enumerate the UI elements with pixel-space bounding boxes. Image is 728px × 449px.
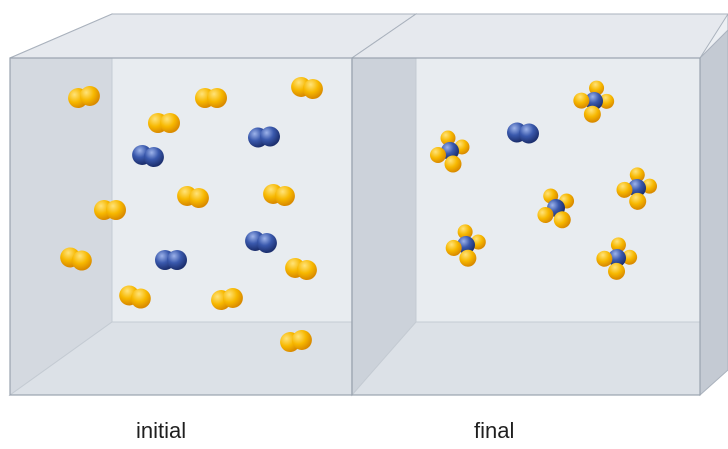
blue-molecule xyxy=(507,122,539,144)
yellow-molecule xyxy=(280,329,312,353)
yellow-molecule xyxy=(60,247,92,271)
tetrahedral-molecule xyxy=(537,188,575,229)
blue-molecule xyxy=(132,144,164,168)
blue-molecule xyxy=(245,230,277,254)
yellow-molecule xyxy=(285,257,317,281)
initial-label: initial xyxy=(136,418,187,443)
yellow-molecule xyxy=(291,76,323,100)
blue-molecule xyxy=(248,126,280,148)
tetrahedral-molecule xyxy=(445,224,486,267)
final-label: final xyxy=(474,418,515,443)
tetrahedral-molecule xyxy=(573,80,615,123)
yellow-molecule xyxy=(177,185,209,209)
yellow-molecule xyxy=(119,285,151,309)
blue-molecule xyxy=(155,250,187,270)
tetrahedral-molecule xyxy=(430,130,470,173)
molecules-layer xyxy=(60,76,658,353)
yellow-molecule xyxy=(148,113,180,133)
yellow-molecule xyxy=(94,200,126,220)
final-box-front xyxy=(351,57,701,396)
yellow-molecule xyxy=(263,183,295,207)
yellow-molecule xyxy=(211,287,243,311)
initial-box-top xyxy=(9,13,418,59)
tetrahedral-molecule xyxy=(596,237,638,280)
tetrahedral-molecule xyxy=(616,167,658,210)
yellow-molecule xyxy=(195,88,227,108)
yellow-molecule xyxy=(68,85,100,109)
final-box-right-wall xyxy=(699,29,728,397)
final-box xyxy=(350,13,728,397)
final-box-top xyxy=(350,13,728,59)
